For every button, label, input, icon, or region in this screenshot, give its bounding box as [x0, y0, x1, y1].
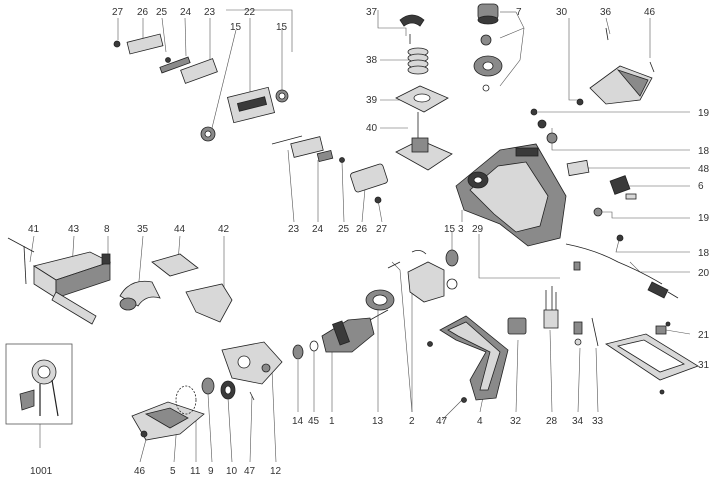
callout-47b: 47	[436, 416, 448, 427]
callout-23a: 23	[204, 7, 216, 18]
callout-8: 8	[104, 224, 110, 235]
callout-26a: 26	[137, 7, 149, 18]
callout-28: 28	[546, 416, 558, 427]
callout-38: 38	[366, 55, 378, 66]
callout-19b: 19	[698, 213, 710, 224]
callout-13: 13	[372, 416, 384, 427]
brush-holder-group	[113, 33, 289, 142]
callout-43: 43	[68, 224, 80, 235]
callout-27b: 27	[376, 224, 388, 235]
callout-32: 32	[510, 416, 522, 427]
brush-set-group	[271, 135, 388, 204]
callout-10: 10	[226, 466, 238, 477]
power-cable	[565, 243, 679, 299]
stator-assembly	[365, 249, 459, 311]
callout-45: 45	[308, 416, 320, 427]
main-housing	[455, 143, 567, 247]
callout-34: 34	[572, 416, 584, 427]
callout-19a: 19	[698, 108, 710, 119]
callout-46a: 46	[644, 7, 656, 18]
electrical-parts	[507, 286, 599, 347]
callout-14: 14	[292, 416, 304, 427]
callout-26b: 26	[356, 224, 368, 235]
pulley-bearing-group	[473, 3, 503, 92]
base-plate	[605, 321, 699, 395]
depth-adjustment-group	[395, 14, 453, 171]
callout-3: 3	[458, 224, 464, 235]
callout-33: 33	[592, 416, 604, 427]
callout-21: 21	[698, 330, 710, 341]
callout-15b: 15	[276, 22, 288, 33]
callout-24a: 24	[180, 7, 192, 18]
leader-lines	[29, 9, 691, 463]
wiring-inset	[5, 343, 73, 425]
callout-42: 42	[218, 224, 230, 235]
parallel-guide	[7, 237, 112, 325]
callout-29: 29	[472, 224, 484, 235]
callout-30: 30	[556, 7, 568, 18]
callout-11: 11	[190, 466, 201, 477]
callout-23b: 23	[288, 224, 300, 235]
armature	[292, 309, 389, 360]
callout-6: 6	[698, 181, 704, 192]
callout-15a: 15	[230, 22, 242, 33]
callout-27a: 27	[112, 7, 124, 18]
switch-parts-group	[530, 108, 637, 242]
drive-belt-cover	[131, 385, 205, 441]
callout-9: 9	[208, 466, 214, 477]
callout-46b: 46	[134, 466, 146, 477]
callout-20: 20	[698, 268, 710, 279]
callout-labels: 27 26 25 24 23 22 15 15 37 38 39 40 7 30…	[28, 7, 710, 477]
callout-18b: 18	[698, 248, 710, 259]
callout-1: 1	[329, 416, 335, 427]
callout-24b: 24	[312, 224, 324, 235]
callout-36: 36	[600, 7, 612, 18]
callout-7: 7	[516, 7, 522, 18]
callout-31: 31	[698, 360, 710, 371]
belt-cover-group	[576, 27, 655, 106]
callout-25b: 25	[338, 224, 350, 235]
callout-18a: 18	[698, 146, 710, 157]
callout-2: 2	[409, 416, 415, 427]
callout-39: 39	[366, 95, 378, 106]
callout-12: 12	[270, 466, 282, 477]
callout-41: 41	[28, 224, 40, 235]
callout-4: 4	[477, 416, 483, 427]
gear-cover	[221, 341, 283, 385]
callout-44: 44	[174, 224, 186, 235]
callout-35: 35	[137, 224, 149, 235]
callout-15c: 15	[444, 224, 456, 235]
callout-5: 5	[170, 466, 176, 477]
callout-48: 48	[698, 164, 710, 175]
callout-40: 40	[366, 123, 378, 134]
callout-22: 22	[244, 7, 256, 18]
callout-37: 37	[366, 7, 378, 18]
pulleys	[201, 377, 255, 401]
callout-47a: 47	[244, 466, 256, 477]
chip-ejector-parts	[119, 253, 233, 323]
rear-handle	[427, 315, 509, 403]
callout-1001: 1001	[30, 466, 53, 477]
callout-25a: 25	[156, 7, 168, 18]
